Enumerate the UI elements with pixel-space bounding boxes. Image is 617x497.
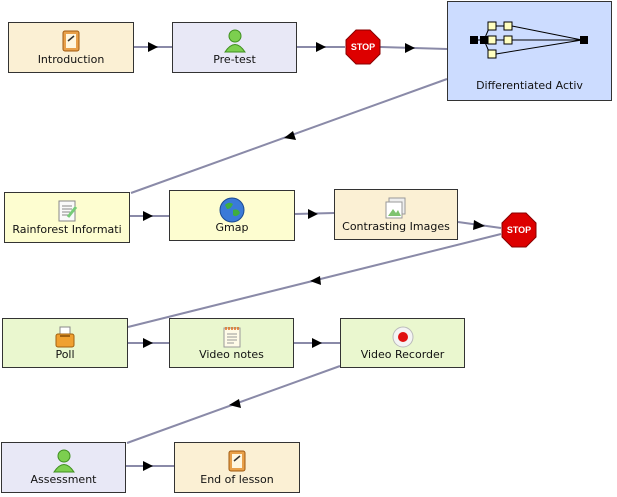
- activity-label: Introduction: [37, 53, 105, 66]
- record-icon: [391, 325, 415, 353]
- arrow-marker: [316, 42, 326, 52]
- arrow-marker: [143, 211, 153, 221]
- notebook-icon: [61, 29, 81, 57]
- transition-arrows: [143, 42, 485, 471]
- activity-introduction[interactable]: Introduction: [8, 22, 134, 73]
- activity-pretest[interactable]: Pre-test: [172, 22, 297, 73]
- arrow-marker: [284, 131, 296, 140]
- activity-assessment[interactable]: Assessment: [1, 442, 126, 493]
- activity-label: Differentiated Activ: [476, 79, 583, 92]
- activity-endoflesson[interactable]: End of lesson: [174, 442, 300, 493]
- activity-label: Video notes: [199, 348, 264, 361]
- person-icon: [223, 29, 246, 57]
- transition-lines: [126, 46, 502, 467]
- activity-label: Contrasting Images: [342, 220, 450, 233]
- activity-poll[interactable]: Poll: [2, 318, 128, 368]
- activity-videonotes[interactable]: Video notes: [169, 318, 294, 368]
- activity-contrasting[interactable]: Contrasting Images: [334, 189, 458, 240]
- activity-label: Poll: [55, 348, 75, 361]
- activity-videorecorder[interactable]: Video Recorder: [340, 318, 465, 368]
- arrow-marker: [310, 276, 321, 285]
- document-icon: [56, 199, 78, 227]
- activity-differentiated[interactable]: Differentiated Activ: [447, 1, 612, 101]
- person-icon: [52, 449, 75, 477]
- arrow-marker: [308, 209, 318, 219]
- stop-gate[interactable]: STOP: [501, 212, 537, 248]
- activity-label: End of lesson: [200, 473, 274, 486]
- arrow-marker: [148, 42, 158, 52]
- activity-label: Pre-test: [213, 53, 256, 66]
- arrow-marker: [312, 338, 322, 348]
- image-icon: [384, 196, 408, 224]
- arrow-marker: [405, 43, 415, 53]
- branching-icon: [469, 18, 590, 66]
- arrow-marker: [229, 399, 241, 408]
- stop-gate[interactable]: STOP: [345, 29, 381, 65]
- activity-label: Rainforest Informati: [12, 223, 122, 236]
- activity-rainforest[interactable]: Rainforest Informati: [4, 192, 130, 243]
- stop-label: STOP: [507, 225, 531, 235]
- notepad-icon: [221, 325, 243, 353]
- activity-label: Video Recorder: [360, 348, 445, 361]
- arrow-marker: [473, 220, 485, 230]
- stop-label: STOP: [351, 42, 375, 52]
- globe-icon: [219, 197, 245, 227]
- activity-label: Assessment: [30, 473, 97, 486]
- arrow-marker: [143, 461, 153, 471]
- notebook-icon: [227, 449, 247, 477]
- activity-label: Gmap: [215, 221, 249, 234]
- activity-gmap[interactable]: Gmap: [169, 190, 295, 241]
- arrow-marker: [143, 338, 153, 348]
- ballot-icon: [54, 325, 76, 353]
